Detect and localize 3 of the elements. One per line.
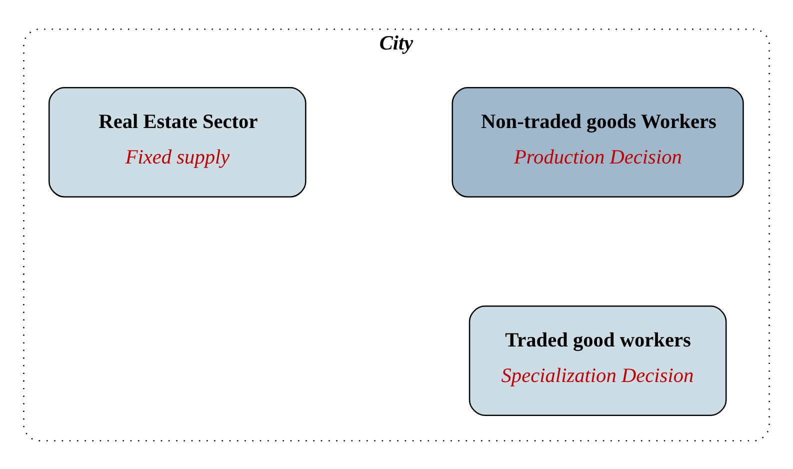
node-box: Real Estate Sector Fixed supply [48, 86, 306, 198]
node-box: Traded good workers Specialization Decision [468, 305, 727, 416]
node-box: Non-traded goods Workers Production Decision [452, 86, 744, 198]
